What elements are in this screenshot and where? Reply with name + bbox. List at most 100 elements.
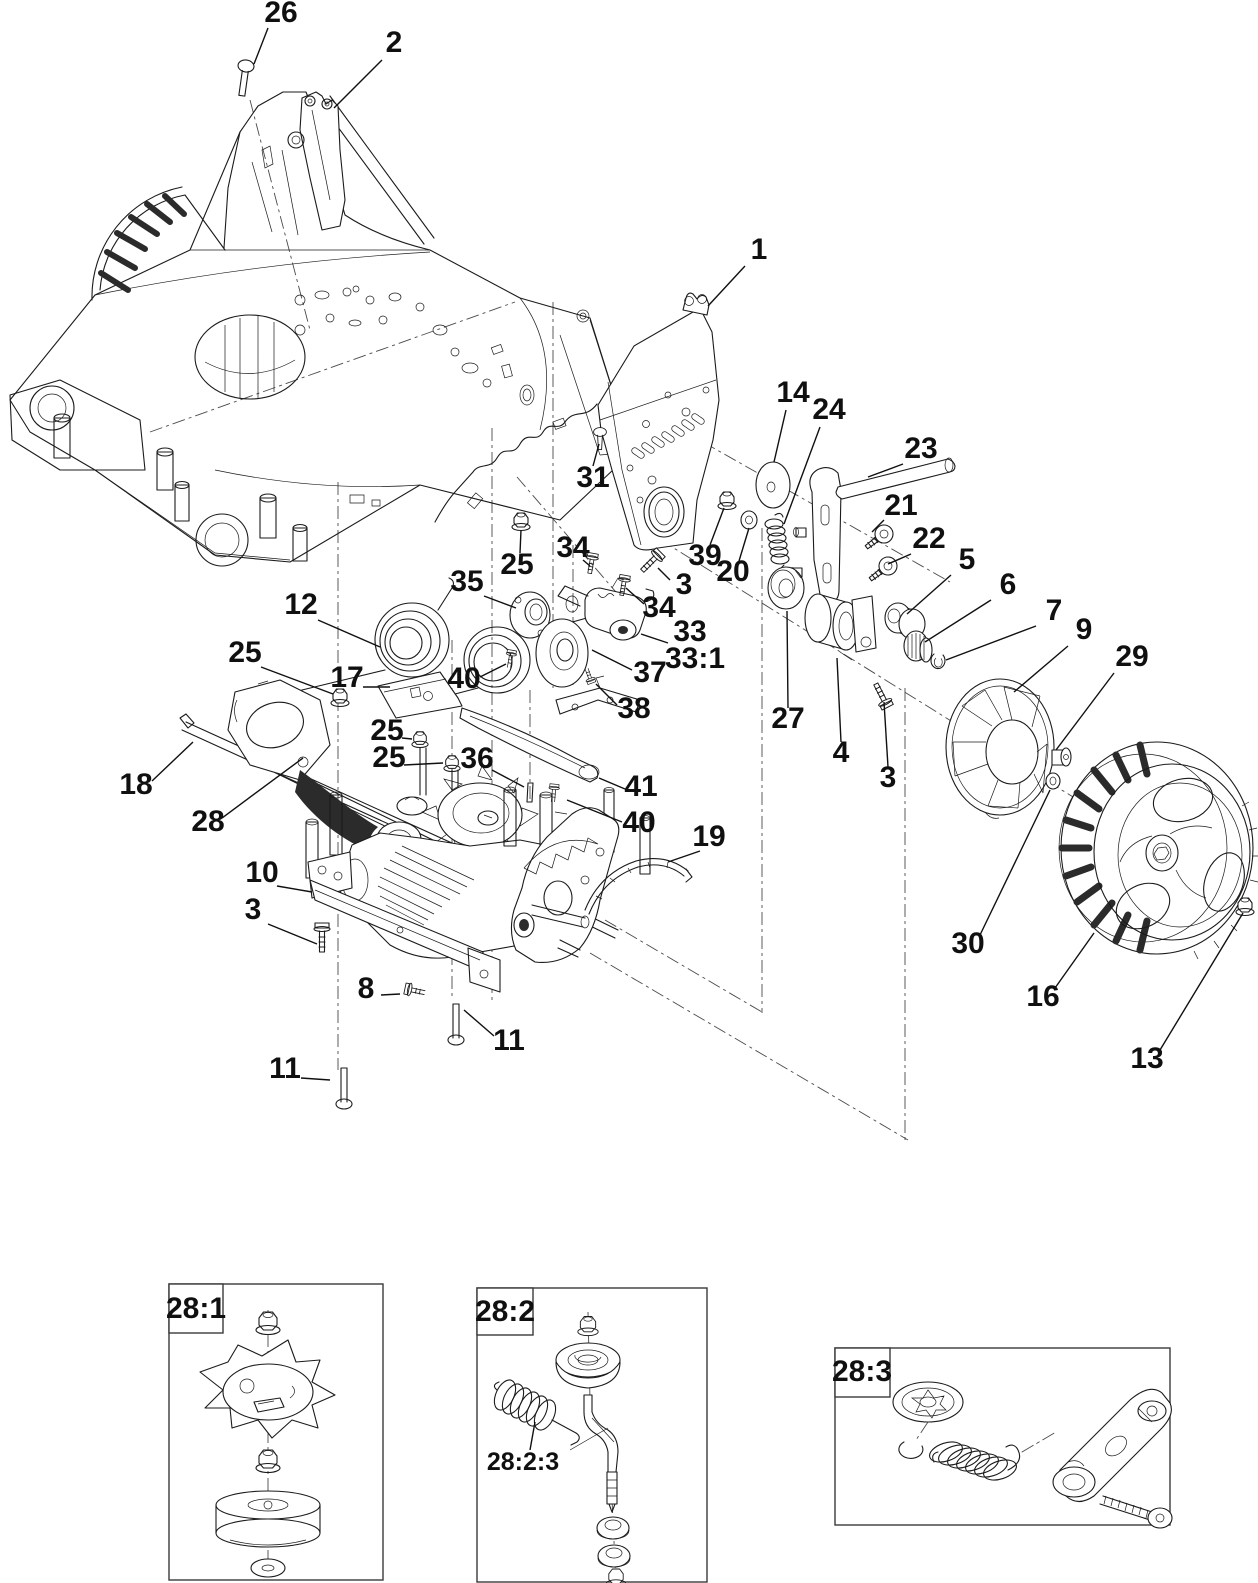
callout-3: 3: [657, 567, 692, 601]
callout-label-27: 27: [771, 702, 804, 735]
callout-20: 20: [716, 527, 750, 588]
callout-label-14: 14: [776, 376, 810, 409]
plate-1: [597, 292, 720, 551]
callout-label-34: 34: [556, 531, 590, 564]
inset-28-1: [168, 1283, 384, 1581]
bolt-29: [1051, 747, 1072, 767]
callout-label-38: 38: [617, 692, 650, 725]
bushing-35: [509, 591, 551, 639]
callout-17: 17: [330, 661, 390, 694]
callout-24: 24: [783, 393, 846, 525]
callout-31: 31: [576, 443, 610, 494]
pin-36: [526, 782, 534, 803]
deck-holes: [294, 285, 590, 406]
callout-30: 30: [951, 789, 1051, 960]
callout-label-7: 7: [1046, 594, 1063, 627]
inset1-nut-mid: [255, 1449, 281, 1474]
callout-label-34: 34: [642, 591, 676, 624]
callout-label-11: 11: [269, 1052, 301, 1085]
callout-33-1: 33:1: [665, 642, 725, 675]
callout-25: 25: [500, 529, 534, 581]
callout-18: 18: [119, 741, 194, 801]
callout-label-21: 21: [884, 489, 917, 522]
callout-label-40: 40: [622, 806, 655, 839]
callout-23: 23: [867, 432, 938, 478]
callout-29: 29: [1055, 640, 1149, 751]
callout-label-3: 3: [880, 761, 897, 794]
callout-label-30: 30: [951, 927, 984, 960]
callout-7: 7: [945, 594, 1063, 661]
bolt-34b: [618, 574, 631, 597]
callout-37: 37: [591, 649, 667, 689]
bolt-3b: [873, 682, 894, 711]
inset3-spring: [929, 1431, 1057, 1481]
screw-38: [584, 668, 597, 685]
callout-label-25: 25: [228, 636, 261, 669]
pivot-housing-4: [804, 593, 877, 661]
callout-label-37: 37: [633, 656, 666, 689]
inset-label-28-1: 28:1: [166, 1292, 226, 1325]
disc-14: [755, 461, 791, 509]
callout-layer: 2621142423212256792931392025343343333:13…: [119, 0, 1244, 1476]
washer-30: [1045, 772, 1061, 790]
callout-label-18: 18: [119, 768, 152, 801]
callout-label-17: 17: [330, 661, 363, 694]
callout-16: 16: [1026, 932, 1095, 1013]
clutch-33: [557, 577, 647, 641]
carrier-bracket: [789, 467, 842, 604]
callout-label-3: 3: [245, 893, 262, 926]
inset3-idler-arm: [1052, 1388, 1172, 1503]
deck-posts: [53, 413, 308, 562]
inset2-nut-bottom: [606, 1568, 626, 1583]
gear-6: [903, 630, 933, 663]
callout-26: 26: [253, 0, 298, 65]
callout-3: 3: [880, 701, 897, 794]
callout-27: 27: [771, 610, 805, 735]
inset1-nut-top: [255, 1311, 281, 1336]
flange-nut-25b: [330, 688, 350, 708]
bracket-17: [377, 671, 463, 719]
callout-5: 5: [906, 543, 975, 615]
inset-28-2: [476, 1287, 708, 1583]
callout-2: 2: [333, 26, 403, 109]
callout-3: 3: [245, 893, 318, 945]
callout-label-24: 24: [812, 393, 846, 426]
inset3-pushnut: [892, 1381, 964, 1459]
callout-label-39: 39: [688, 539, 721, 572]
callout-25: 25: [370, 714, 413, 747]
bolt-11b: [335, 1067, 353, 1110]
wheel-16: [1058, 741, 1258, 960]
callout-label-22: 22: [912, 522, 945, 555]
callout-label-6: 6: [1000, 568, 1017, 601]
washer-20: [740, 510, 758, 530]
callout-13: 13: [1130, 912, 1244, 1075]
callout-19: 19: [667, 820, 726, 863]
nut-39: [717, 491, 737, 511]
callout-label-12: 12: [284, 588, 317, 621]
callout-22: 22: [887, 522, 946, 565]
callout-40: 40: [447, 662, 507, 695]
wheel-tread: [1058, 741, 1151, 954]
callout-25: 25: [228, 636, 334, 695]
callout-4: 4: [833, 657, 850, 769]
flange-nut-25a: [511, 512, 531, 532]
callout-label-25: 25: [500, 548, 533, 581]
callout-label-23: 23: [904, 432, 937, 465]
sector-plate: [510, 807, 620, 963]
bracket-10: [307, 851, 501, 993]
callout-label-2: 2: [386, 26, 403, 59]
callout-label-4: 4: [833, 736, 850, 769]
callout-label-19: 19: [692, 820, 725, 853]
inset-28-3: [834, 1347, 1173, 1529]
callout-label-28: 28: [191, 805, 224, 838]
callout-11: 11: [269, 1052, 331, 1085]
callout-label-29: 29: [1115, 640, 1148, 673]
bolt-21: [864, 524, 894, 550]
transmission: [295, 747, 693, 963]
bolt-3a: [640, 547, 666, 573]
inset1-pulley: [215, 1490, 321, 1548]
callout-28-2-3: 28:2:3: [487, 1421, 559, 1476]
drive-belt: [295, 770, 378, 852]
pivot-cluster: [767, 566, 946, 711]
front-wheel-tread: [98, 193, 187, 293]
